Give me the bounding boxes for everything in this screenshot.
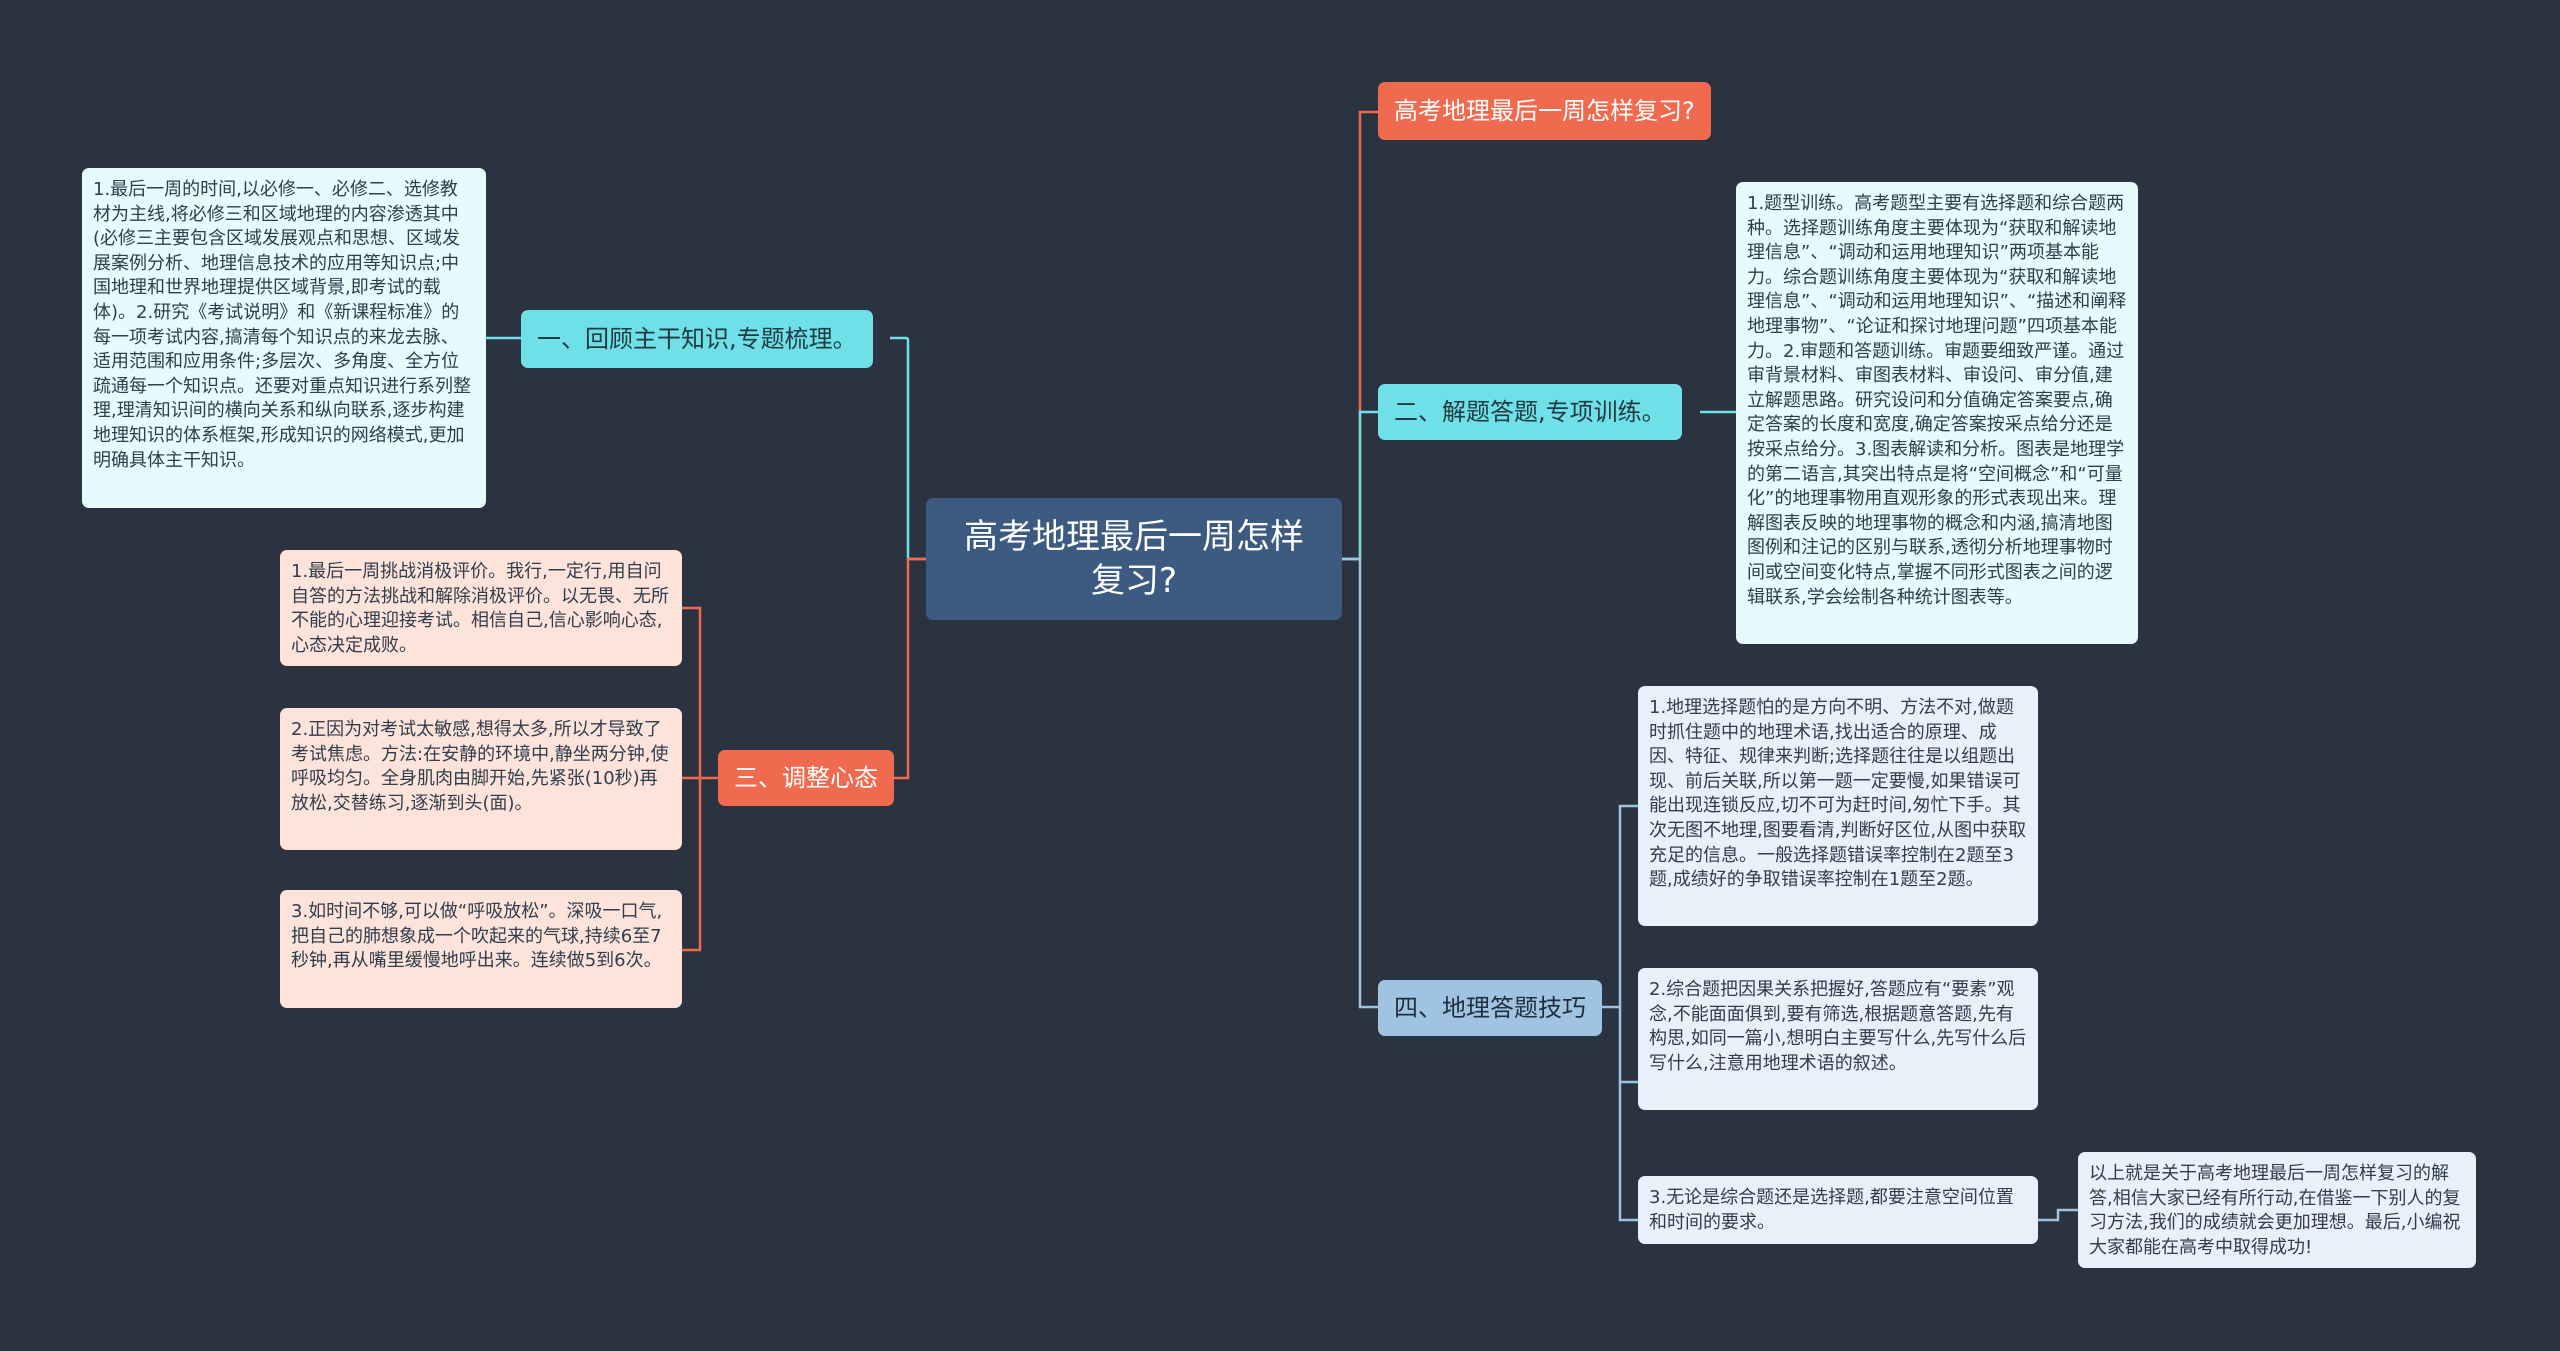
leaf-mindset-3[interactable]: 3.如时间不够,可以做“呼吸放松”。深吸一口气,把自己的肺想象成一个吹起来的气球…: [280, 890, 682, 1008]
topic-title-question-label: 高考地理最后一周怎样复习?: [1394, 97, 1695, 125]
topic-title-question[interactable]: 高考地理最后一周怎样复习?: [1378, 82, 1711, 140]
leaf-mindset-2[interactable]: 2.正因为对考试太敏感,想得太多,所以才导致了考试焦虑。方法:在安静的环境中,静…: [280, 708, 682, 850]
topic-answer-skills-label: 四、地理答题技巧: [1394, 994, 1586, 1022]
leaf-skills-1[interactable]: 1.地理选择题怕的是方向不明、方法不对,做题时抓住题中的地理术语,找出适合的原理…: [1638, 686, 2038, 926]
leaf-closing-note-text: 以上就是关于高考地理最后一周怎样复习的解答,相信大家已经有所行动,在借鉴一下别人…: [2089, 1163, 2461, 1258]
leaf-mindset-3-text: 3.如时间不够,可以做“呼吸放松”。深吸一口气,把自己的肺想象成一个吹起来的气球…: [291, 901, 663, 972]
leaf-closing-note[interactable]: 以上就是关于高考地理最后一周怎样复习的解答,相信大家已经有所行动,在借鉴一下别人…: [2078, 1152, 2476, 1268]
leaf-review-detail-text: 1.最后一周的时间,以必修一、必修二、选修教材为主线,将必修三和区域地理的内容渗…: [93, 179, 471, 471]
leaf-review-detail[interactable]: 1.最后一周的时间,以必修一、必修二、选修教材为主线,将必修三和区域地理的内容渗…: [82, 168, 486, 508]
topic-adjust-mindset[interactable]: 三、调整心态: [718, 750, 894, 806]
link-center-mindset: [892, 557, 926, 780]
link-skills3-closing: [2038, 1208, 2078, 1222]
leaf-answer-detail[interactable]: 1.题型训练。高考题型主要有选择题和综合题两种。选择题训练角度主要体现为“获取和…: [1736, 182, 2138, 644]
link-center-review: [890, 336, 926, 561]
topic-answer-skills[interactable]: 四、地理答题技巧: [1378, 980, 1602, 1036]
leaf-skills-3[interactable]: 3.无论是综合题还是选择题,都要注意空间位置和时间的要求。: [1638, 1176, 2038, 1244]
link-skills-leaves: [1601, 804, 1638, 1222]
topic-review-knowledge[interactable]: 一、回顾主干知识,专题梳理。: [521, 310, 873, 368]
topic-review-knowledge-label: 一、回顾主干知识,专题梳理。: [537, 325, 857, 353]
link-mindset-leaves: [682, 606, 718, 952]
leaf-mindset-1[interactable]: 1.最后一周挑战消极评价。我行,一定行,用自问自答的方法挑战和解除消极评价。以无…: [280, 550, 682, 666]
central-topic-label: 高考地理最后一周怎样复习?: [964, 517, 1304, 601]
link-center-skills: [1342, 557, 1378, 1009]
topic-answer-training-label: 二、解题答题,专项训练。: [1394, 398, 1666, 426]
leaf-skills-1-text: 1.地理选择题怕的是方向不明、方法不对,做题时抓住题中的地理术语,找出适合的原理…: [1649, 697, 2027, 891]
leaf-answer-detail-text: 1.题型训练。高考题型主要有选择题和综合题两种。选择题训练角度主要体现为“获取和…: [1747, 193, 2127, 608]
leaf-skills-2[interactable]: 2.综合题把因果关系把握好,答题应有“要素”观念,不能面面俱到,要有筛选,根据题…: [1638, 968, 2038, 1110]
leaf-skills-2-text: 2.综合题把因果关系把握好,答题应有“要素”观念,不能面面俱到,要有筛选,根据题…: [1649, 979, 2027, 1074]
topic-adjust-mindset-label: 三、调整心态: [734, 764, 878, 792]
leaf-skills-3-text: 3.无论是综合题还是选择题,都要注意空间位置和时间的要求。: [1649, 1187, 2014, 1233]
topic-answer-training[interactable]: 二、解题答题,专项训练。: [1378, 384, 1682, 440]
leaf-mindset-1-text: 1.最后一周挑战消极评价。我行,一定行,用自问自答的方法挑战和解除消极评价。以无…: [291, 561, 669, 656]
leaf-mindset-2-text: 2.正因为对考试太敏感,想得太多,所以才导致了考试焦虑。方法:在安静的环境中,静…: [291, 719, 669, 814]
central-topic[interactable]: 高考地理最后一周怎样复习?: [926, 498, 1342, 620]
link-center-answer: [1342, 410, 1378, 561]
